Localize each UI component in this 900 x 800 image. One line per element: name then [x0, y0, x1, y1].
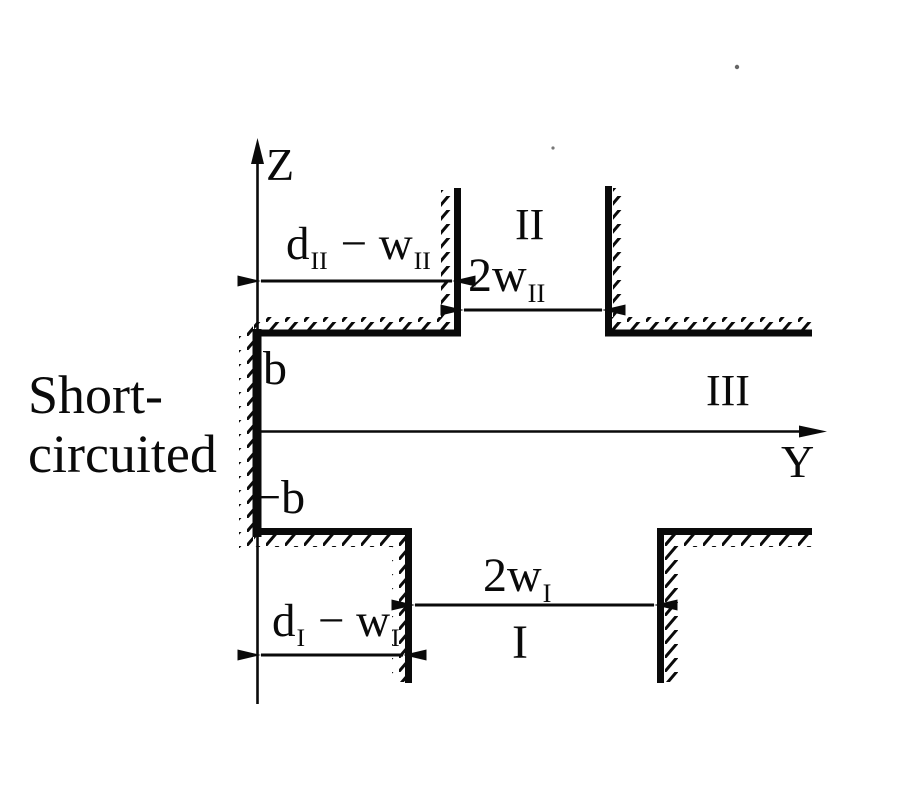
dim-subscript: II: [527, 277, 546, 308]
scan-speck: [551, 146, 555, 150]
dim-text: d: [286, 218, 310, 270]
dim-subscript: I: [296, 623, 306, 653]
region-label-iii: III: [706, 366, 750, 415]
dim-subscript: II: [310, 246, 328, 276]
hatch-bottom-wall-left: [254, 534, 412, 547]
dim-text: − w: [306, 595, 391, 647]
hatch-bottom-wall-right: [657, 534, 812, 547]
hatch-top-wall-left: [254, 317, 460, 330]
short-circuited-label: Short- circuited: [28, 365, 217, 485]
dim-subscript: I: [542, 577, 552, 608]
z-axis-label: Z: [266, 139, 295, 190]
short-circuited-line2: circuited: [28, 424, 217, 485]
hatch-bottom-slot-right-wall: [665, 534, 678, 682]
dim-label-top-offset: dII − wII: [286, 218, 432, 274]
scan-speck: [734, 64, 740, 70]
dim-label-bottom-slot-width: 2wI: [483, 549, 552, 606]
y-axis-label: Y: [781, 436, 815, 487]
dim-text: d: [272, 595, 296, 647]
dim-subscript: II: [413, 246, 431, 276]
y-axis-arrowhead: [799, 425, 827, 438]
hatch-top-wall-right: [607, 317, 812, 330]
dim-text: 2w: [483, 549, 542, 602]
region-label-i: I: [512, 616, 528, 669]
level-label-minus-b: −b: [254, 471, 306, 524]
hatch-top-slot-right-wall: [613, 188, 626, 333]
z-axis-arrowhead: [251, 138, 264, 164]
region-label-ii: II: [515, 200, 545, 249]
hatch-short-circuit-wall: [239, 326, 253, 548]
dim-text: 2w: [468, 249, 527, 302]
dim-subscript: I: [391, 623, 400, 653]
dim-text: − w: [328, 218, 413, 270]
hatch-top-slot-left-wall: [441, 190, 454, 333]
dim-label-bottom-offset: dI − wI: [272, 595, 401, 651]
short-circuited-line1: Short-: [28, 365, 163, 425]
level-label-b: b: [263, 342, 287, 395]
dim-label-top-slot-width: 2wII: [468, 249, 546, 306]
